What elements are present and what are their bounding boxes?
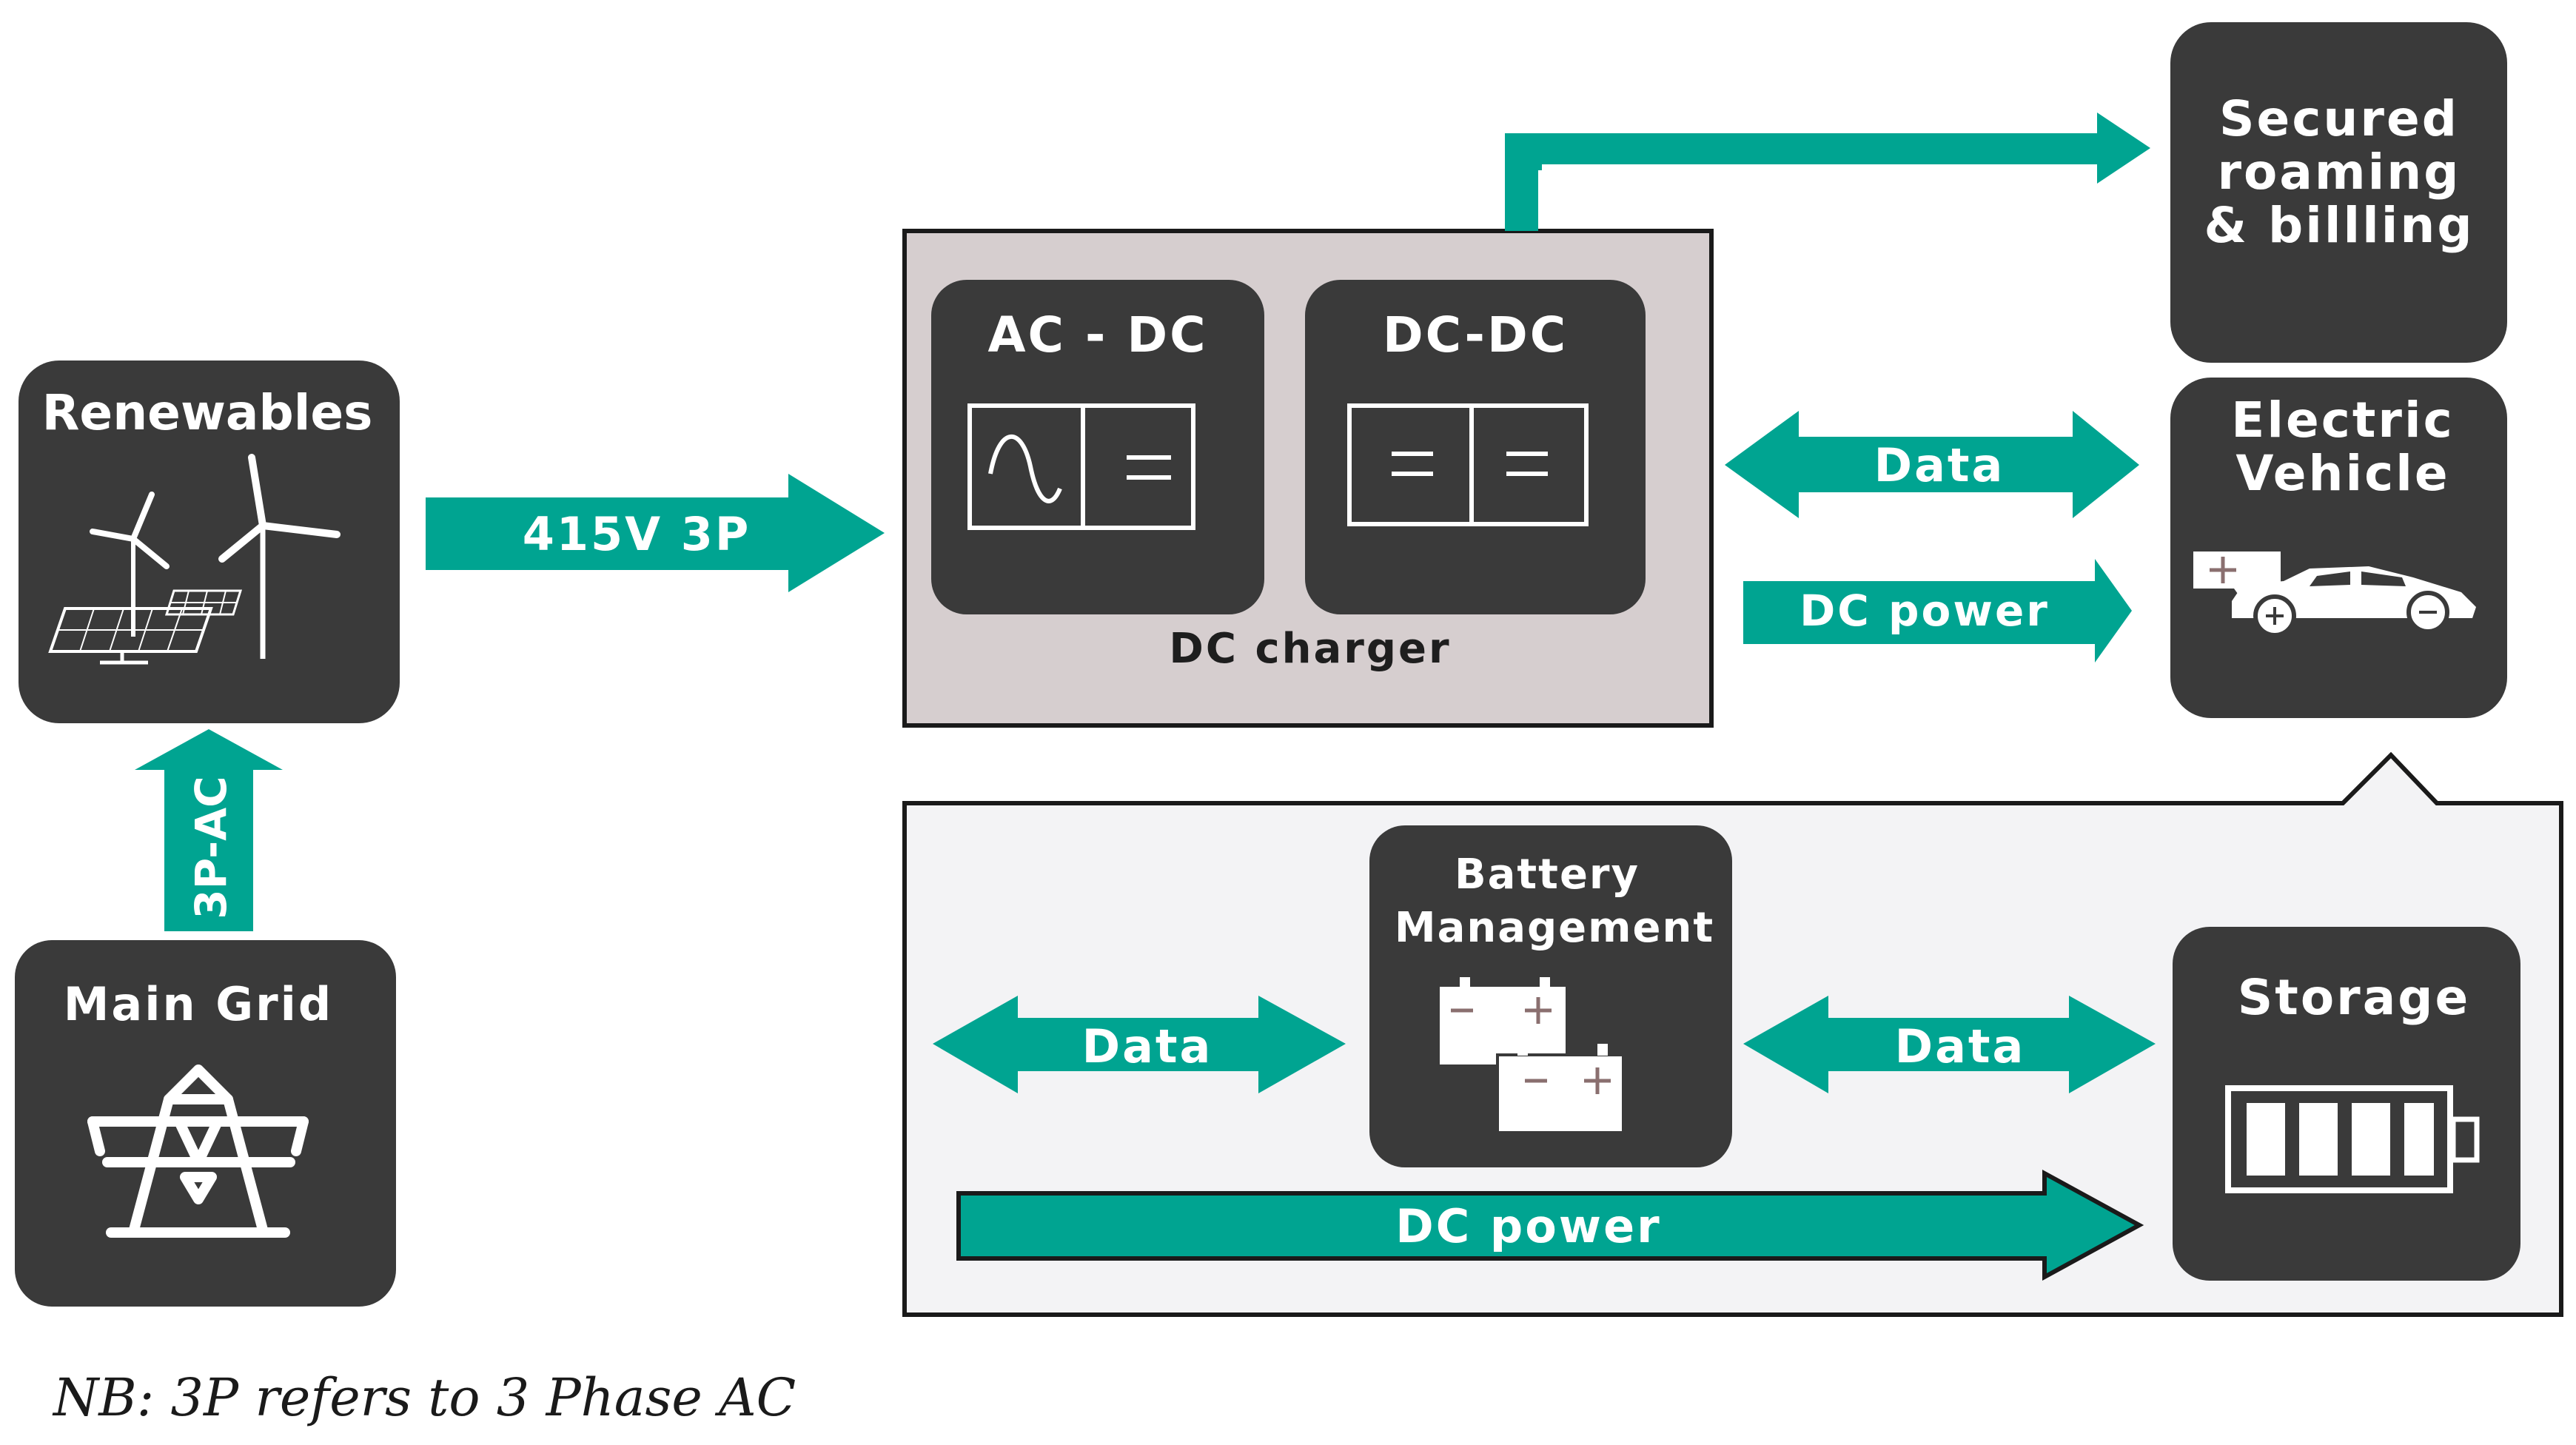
- arrow-grid-to-renewables: 3P-AC: [135, 729, 283, 931]
- battery-management-line-1: Battery: [1455, 851, 1640, 899]
- arrow-label-charger-data: Data: [1874, 438, 2005, 492]
- arrow-label-panel-power: DC power: [1395, 1199, 1661, 1253]
- arrow-label-charger-power: DC power: [1799, 586, 2050, 636]
- electric-car-icon: [2193, 551, 2476, 637]
- arrow-renewables-to-charger: 415V 3P: [426, 474, 885, 592]
- arrow-charger-ev-power: DC power: [1743, 559, 2132, 663]
- renewables-title: Renewables: [42, 384, 373, 441]
- ac-dc-converter-icon: [967, 403, 1195, 530]
- arrow-label-415v: 415V 3P: [523, 507, 751, 561]
- arrow-charger-ev-data: Data: [1725, 411, 2139, 518]
- electric-vehicle-line-1: Electric: [2231, 392, 2454, 449]
- secured-roaming-line-2: roaming: [2217, 144, 2461, 201]
- transmission-tower-icon: [87, 1065, 309, 1238]
- storage-panel: [902, 751, 2563, 1317]
- secured-roaming-line-3: & billling: [2204, 197, 2474, 254]
- dc-dc-title: DC-DC: [1383, 306, 1568, 363]
- dc-dc-converter-icon: [1347, 403, 1589, 526]
- dc-charger-label: DC charger: [1169, 625, 1451, 673]
- arrow-bms-storage-data: Data: [1743, 996, 2156, 1093]
- battery-management-box: Battery Management: [1369, 825, 1732, 1167]
- arrow-panel-dc-power: DC power: [956, 1169, 2144, 1281]
- battery-level-icon: [2225, 1085, 2480, 1193]
- battery-cells-icon: [1440, 977, 1625, 1134]
- ac-dc-box: AC - DC: [931, 280, 1264, 614]
- arrow-label-bms-storage-data: Data: [1895, 1019, 2026, 1073]
- ac-dc-title: AC - DC: [987, 306, 1207, 363]
- secured-roaming-line-1: Secured: [2219, 90, 2459, 147]
- main-grid-box: Main Grid: [15, 940, 396, 1307]
- wind-solar-icon: [48, 454, 341, 665]
- renewables-box: Renewables: [19, 361, 400, 723]
- storage-box: Storage: [2173, 927, 2520, 1281]
- main-grid-title: Main Grid: [64, 977, 334, 1031]
- arrow-panel-data-left: Data: [933, 996, 1346, 1093]
- electric-vehicle-box: Electric Vehicle: [2170, 378, 2507, 718]
- dc-dc-box: DC-DC: [1305, 280, 1646, 614]
- footnote: NB: 3P refers to 3 Phase AC: [52, 1367, 796, 1428]
- battery-management-line-2: Management: [1395, 904, 1714, 952]
- secured-roaming-box: Secured roaming & billling: [2170, 22, 2507, 363]
- arrow-label-3p-ac: 3P-AC: [186, 776, 236, 919]
- electric-vehicle-line-2: Vehicle: [2235, 445, 2449, 502]
- arrow-label-panel-data-left: Data: [1082, 1019, 1213, 1073]
- arrow-charger-to-roaming: [1505, 113, 2150, 231]
- storage-title: Storage: [2238, 969, 2471, 1026]
